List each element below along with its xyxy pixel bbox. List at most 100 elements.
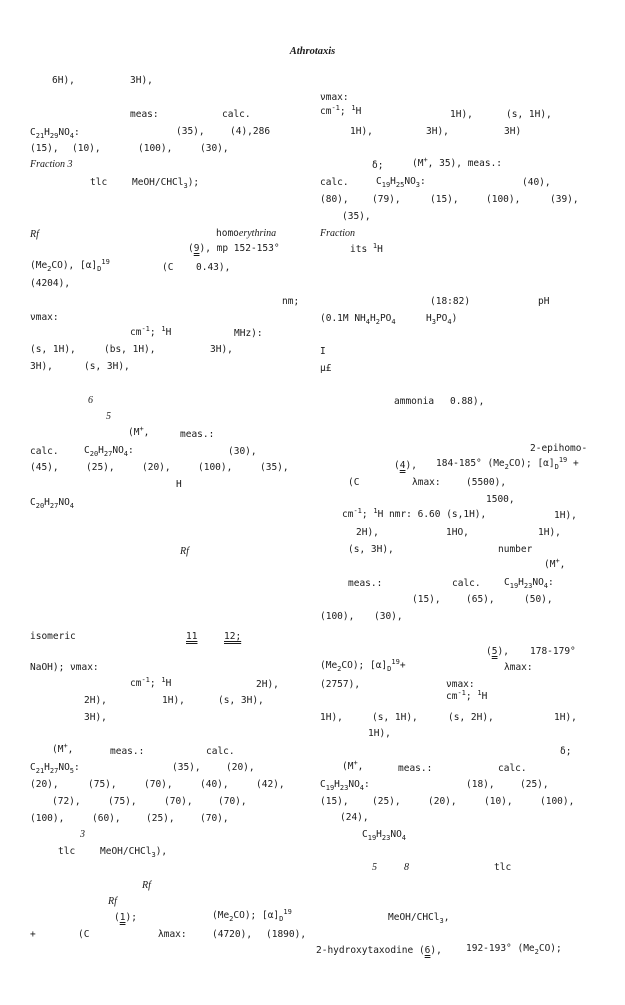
text-fragment: meas.: [348, 578, 383, 589]
text-fragment: (60), [92, 813, 121, 824]
text-fragment: (Me2CO); [α]D19+ [320, 657, 406, 673]
text-fragment: (35), [176, 126, 205, 137]
text-fragment: (Me2CO), [α]D19 [30, 257, 110, 273]
text-fragment: 0.43), [196, 262, 231, 273]
text-fragment: (s, 1H), [30, 344, 76, 355]
text-fragment: (4720), [212, 929, 253, 940]
text-fragment: 3H), [210, 344, 233, 355]
text-fragment: (9), mp 152-153° [188, 243, 280, 254]
buffer-system: H3PO4) [426, 313, 458, 326]
text-fragment: (Me2CO); [α]D19 [212, 907, 292, 923]
molecular-formula: C19H23NO4: [504, 577, 554, 590]
text-fragment: 3 [80, 829, 85, 840]
text-fragment: (25), [520, 779, 549, 790]
text-fragment: meas.: [180, 429, 215, 440]
text-fragment: tlc [58, 846, 76, 857]
text-fragment: (C [162, 262, 174, 273]
text-fragment: meas: [130, 109, 159, 120]
text-fragment: calc. [30, 446, 59, 457]
text-fragment: δ; [372, 160, 384, 171]
text-fragment: 3H), [130, 75, 153, 86]
text-fragment: 184-185° (Me2CO); [α]D19 + [436, 455, 579, 471]
text-fragment: (4),286 [230, 126, 271, 137]
text-fragment: (4204), [30, 278, 71, 289]
text-fragment: (70), [218, 796, 247, 807]
rf-label: Rf [142, 880, 151, 891]
running-header: Athrotaxis [289, 46, 336, 57]
text-fragment: 5 [106, 411, 111, 422]
text-fragment: cm-1; 1H [130, 675, 172, 689]
text-fragment: (100), [30, 813, 65, 824]
text-fragment: 1500, [486, 494, 515, 505]
text-fragment: (100), [138, 143, 173, 154]
text-fragment: (30), [200, 143, 229, 154]
text-fragment: νmax: [30, 312, 59, 323]
text-fragment: λmax: [504, 662, 533, 673]
text-fragment: (M+, [342, 758, 364, 772]
text-fragment: (20), [142, 462, 171, 473]
text-fragment: (40), [522, 177, 551, 188]
text-fragment: 2H), [356, 527, 379, 538]
text-fragment: (79), [372, 194, 401, 205]
text-fragment: 1H), [320, 712, 343, 723]
text-fragment: 178-179° [530, 646, 576, 657]
rf-label: Rf [108, 896, 117, 907]
fraction-label: Fraction 3 [30, 159, 73, 170]
buffer-system: (0.1M NH4H2PO4 [320, 313, 396, 326]
text-fragment: (5500), [466, 477, 507, 488]
text-fragment: (25), [372, 796, 401, 807]
text-fragment: 192-193° (Me2CO); [466, 943, 562, 956]
text-fragment: (35), [260, 462, 289, 473]
text-fragment: 2H), [84, 695, 107, 706]
text-fragment: (15), [430, 194, 459, 205]
text-fragment: (39), [550, 194, 579, 205]
text-fragment: 6 [88, 395, 93, 406]
text-fragment: 3H), [426, 126, 449, 137]
text-fragment: tlc [90, 177, 108, 188]
molecular-formula: C20H27NO4 [30, 497, 75, 510]
text-fragment: 1H), [554, 712, 577, 723]
text-fragment: 5 [372, 862, 377, 873]
text-fragment: (18:82) [430, 296, 471, 307]
text-fragment: (75), [88, 779, 117, 790]
text-fragment: λmax: [412, 477, 441, 488]
text-fragment: meas.: [398, 763, 433, 774]
text-fragment: + [30, 929, 36, 940]
text-fragment: (15), [320, 796, 349, 807]
fraction-label: Fraction [320, 228, 355, 239]
text-fragment: 1H), [554, 510, 577, 521]
text-fragment: (15), [412, 594, 441, 605]
text-fragment: 1HO, [446, 527, 469, 538]
text-fragment: (80), [320, 194, 349, 205]
text-fragment: 3H), [30, 361, 53, 372]
text-fragment: (C [78, 929, 90, 940]
text-fragment: λmax: [158, 929, 187, 940]
text-fragment: 3H), [84, 712, 107, 723]
text-fragment: (42), [256, 779, 285, 790]
text-fragment: (50), [524, 594, 553, 605]
rf-label: Rf [180, 546, 189, 557]
text-fragment: (s, 1H), [506, 109, 552, 120]
text-fragment: (72), [52, 796, 81, 807]
text-fragment: isomeric [30, 631, 76, 642]
text-fragment: 6H), [52, 75, 75, 86]
text-fragment: meas.: [110, 746, 145, 757]
text-fragment: 8 [404, 862, 409, 873]
text-fragment: calc. [320, 177, 349, 188]
text-fragment: calc. [498, 763, 527, 774]
text-fragment: (35), [342, 211, 371, 222]
text-fragment: its 1H [350, 241, 383, 255]
text-fragment: (4), [394, 460, 417, 471]
text-fragment: (s, 3H), [348, 544, 394, 555]
rf-label: Rf [30, 229, 39, 240]
text-fragment: (24), [340, 812, 369, 823]
text-fragment: (C [348, 477, 360, 488]
text-fragment: 1H), [450, 109, 473, 120]
text-fragment: nm; [282, 296, 300, 307]
text-fragment: νmax: [320, 92, 349, 103]
text-fragment: δ; [560, 746, 572, 757]
text-fragment: μ£ [320, 363, 332, 374]
text-fragment: (18), [466, 779, 495, 790]
compound-name: 2-hydroxytaxodine (6), [316, 945, 442, 956]
text-fragment: 1H), [368, 728, 391, 739]
